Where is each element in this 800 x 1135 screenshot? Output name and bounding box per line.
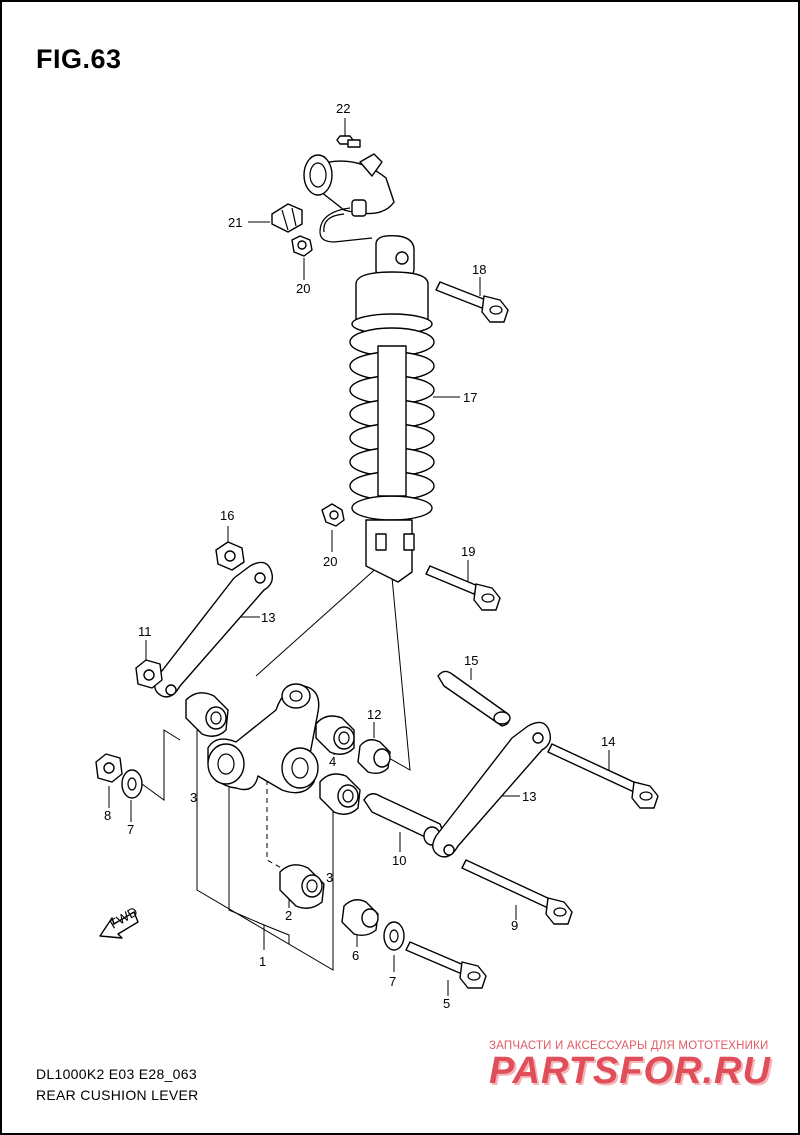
part-17-shock-reservoir xyxy=(303,153,395,243)
part-11-nut xyxy=(135,659,163,689)
fwd-direction-marker: FWD xyxy=(99,904,140,939)
figure-title: FIG.63 xyxy=(36,44,122,74)
callout-14: 14 xyxy=(601,734,615,749)
part-3-bearing-left xyxy=(185,692,229,737)
callout-2: 2 xyxy=(285,908,292,923)
part-18-upper-mount-bolt xyxy=(435,281,509,323)
callout-1: 1 xyxy=(259,954,266,969)
part-13-cushion-rod-right xyxy=(432,721,552,858)
callout-16: 16 xyxy=(220,508,234,523)
callout-13-right: 13 xyxy=(522,789,536,804)
leader-lines xyxy=(108,118,610,996)
part-14-bolt xyxy=(547,743,659,809)
watermark-tagline: ЗАПЧАСТИ И АКСЕССУАРЫ ДЛЯ МОТОТЕХНИКИ xyxy=(489,1040,769,1052)
part-20-nut-lower xyxy=(321,503,345,527)
callout-numbers: 22 21 20 18 17 20 19 16 13 11 15 12 14 4… xyxy=(104,101,615,1011)
callout-7-right: 7 xyxy=(389,974,396,989)
part-22-bolt xyxy=(336,135,361,148)
callout-22: 22 xyxy=(336,101,350,116)
callout-15: 15 xyxy=(464,653,478,668)
part-13-cushion-rod-left xyxy=(154,561,274,698)
part-17-rear-shock-absorber xyxy=(349,234,435,583)
part-7-washer-right xyxy=(383,921,405,951)
callout-3-left: 3 xyxy=(190,790,197,805)
part-9-bolt xyxy=(461,859,573,925)
callout-21: 21 xyxy=(228,215,242,230)
part-5-bolt xyxy=(405,941,487,989)
callout-13-left: 13 xyxy=(261,610,275,625)
part-4-bearing xyxy=(315,715,355,755)
callout-7-left: 7 xyxy=(127,822,134,837)
part-16-nut xyxy=(215,541,245,571)
part-20-nut-upper xyxy=(291,235,313,257)
callout-4: 4 xyxy=(329,754,336,769)
watermark-logo: PARTSFOR.RU xyxy=(489,1050,771,1092)
part-12-spacer xyxy=(357,739,391,775)
callout-11: 11 xyxy=(138,624,152,639)
part-10-spacer xyxy=(363,793,443,846)
callout-8: 8 xyxy=(104,808,111,823)
part-15-spacer xyxy=(437,670,511,727)
part-19-lower-mount-bolt xyxy=(425,565,501,611)
callout-3-right: 3 xyxy=(326,870,333,885)
part-21-clip xyxy=(271,203,303,233)
callout-12: 12 xyxy=(367,707,381,722)
callout-5: 5 xyxy=(443,996,450,1011)
model-code: DL1000K2 E03 E28_063 xyxy=(36,1066,197,1082)
callout-18: 18 xyxy=(472,262,486,277)
part-7-washer-left xyxy=(121,769,143,799)
callout-20-upper: 20 xyxy=(296,281,310,296)
section-name: REAR CUSHION LEVER xyxy=(36,1087,199,1103)
part-8-nut xyxy=(95,753,123,783)
part-6-spacer xyxy=(341,899,379,937)
arrow-left-icon xyxy=(99,911,139,939)
callout-10: 10 xyxy=(392,853,406,868)
callout-19: 19 xyxy=(461,544,475,559)
callout-20-lower: 20 xyxy=(323,554,337,569)
callout-17: 17 xyxy=(463,390,477,405)
part-2-bearing xyxy=(279,864,325,909)
part-3-bearing-right xyxy=(319,773,361,815)
callout-6: 6 xyxy=(352,948,359,963)
cushion-lever-body xyxy=(207,683,320,794)
callout-9: 9 xyxy=(511,918,518,933)
